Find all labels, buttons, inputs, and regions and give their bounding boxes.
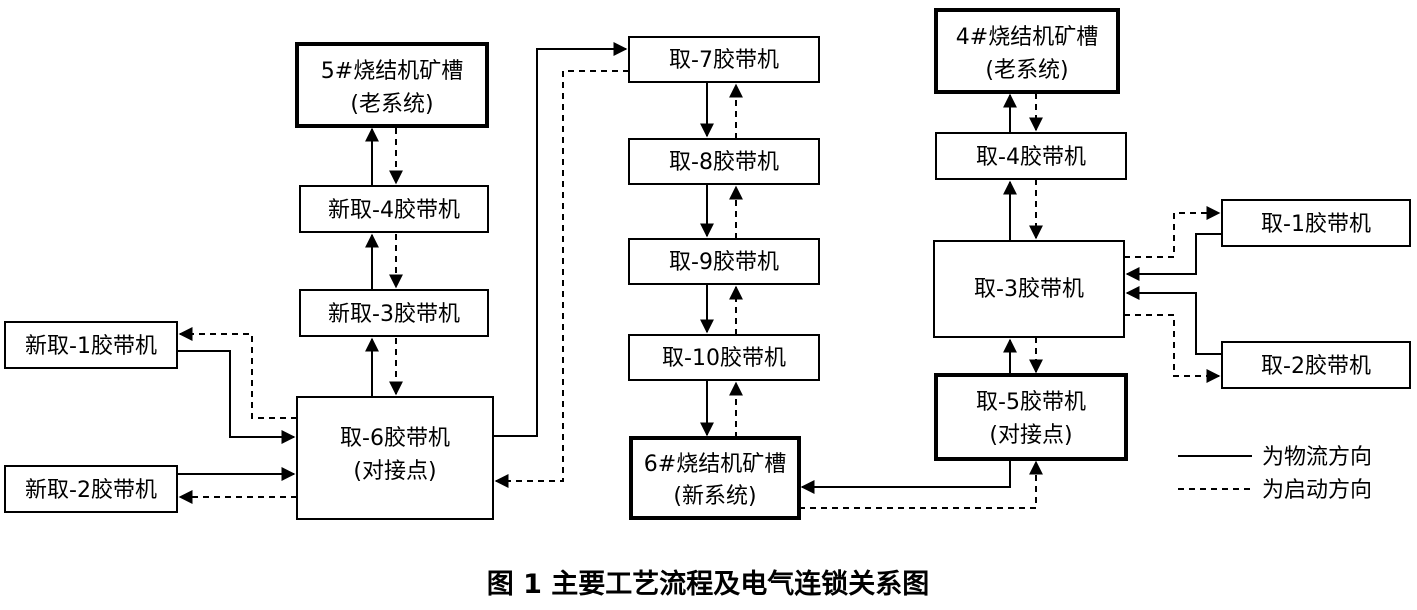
node-belt4-label: 取-4胶带机 — [976, 145, 1086, 170]
node-belt2-label: 取-2胶带机 — [1261, 354, 1371, 379]
node-belt4: 取-4胶带机 — [935, 132, 1127, 180]
node-sinter6-line2: (新系统) — [673, 484, 756, 509]
node-newbelt2: 新取-2胶带机 — [4, 465, 178, 513]
node-newbelt1: 新取-1胶带机 — [4, 321, 178, 369]
node-sinter5: 5#烧结机矿槽 (老系统) — [295, 42, 489, 128]
start-sinter6-to-belt5 — [799, 460, 1043, 509]
node-belt3: 取-3胶带机 — [933, 240, 1125, 338]
legend-solid-label: 为物流方向 — [1262, 445, 1372, 470]
start-belt3-to-belt1 — [1124, 206, 1221, 258]
flow-newbelt1-to-belt6 — [177, 350, 296, 444]
node-newbelt3: 新取-3胶带机 — [299, 289, 489, 337]
node-belt6-line2: (对接点) — [353, 459, 436, 484]
node-sinter5-line1: 5#烧结机矿槽 — [321, 59, 463, 84]
node-belt8: 取-8胶带机 — [628, 138, 820, 185]
flow-belt5-to-sinter6 — [800, 459, 1011, 494]
node-belt8-label: 取-8胶带机 — [669, 150, 779, 175]
node-belt2: 取-2胶带机 — [1221, 341, 1411, 389]
node-newbelt1-label: 新取-1胶带机 — [25, 334, 157, 359]
node-belt9: 取-9胶带机 — [628, 238, 820, 285]
node-belt1: 取-1胶带机 — [1221, 199, 1411, 247]
node-sinter5-line2: (老系统) — [350, 92, 433, 117]
node-sinter6-line1: 6#烧结机矿槽 — [644, 452, 786, 477]
node-sinter4: 4#烧结机矿槽 (老系统) — [934, 8, 1120, 94]
legend: 为物流方向 为启动方向 — [1178, 445, 1372, 503]
start-belt3-to-belt2 — [1124, 314, 1221, 383]
node-belt10: 取-10胶带机 — [628, 334, 820, 381]
node-sinter6: 6#烧结机矿槽 (新系统) — [629, 436, 801, 520]
node-belt6-line1: 取-6胶带机 — [340, 426, 450, 451]
node-belt10-label: 取-10胶带机 — [662, 346, 786, 371]
node-sinter4-line2: (老系统) — [985, 58, 1068, 83]
node-newbelt3-label: 新取-3胶带机 — [328, 302, 460, 327]
node-newbelt4: 新取-4胶带机 — [299, 185, 489, 233]
node-newbelt2-label: 新取-2胶带机 — [25, 478, 157, 503]
legend-dashed-label: 为启动方向 — [1262, 478, 1372, 503]
node-newbelt4-label: 新取-4胶带机 — [328, 198, 460, 223]
flow-belt2-to-belt3 — [1125, 286, 1222, 355]
node-belt1-label: 取-1胶带机 — [1261, 212, 1371, 237]
figure-caption: 图 1 主要工艺流程及电气连锁关系图 — [487, 568, 930, 600]
flow-belt1-to-belt3 — [1125, 233, 1222, 281]
node-sinter4-line1: 4#烧结机矿槽 — [956, 25, 1098, 50]
node-belt5-line1: 取-5胶带机 — [976, 390, 1086, 415]
node-belt9-label: 取-9胶带机 — [669, 250, 779, 275]
start-belt7-to-belt6 — [494, 70, 629, 488]
node-belt7: 取-7胶带机 — [628, 36, 820, 83]
start-belt6-to-newbelt1 — [178, 327, 297, 419]
flow-belt6-to-belt7 — [493, 42, 628, 437]
node-belt6: 取-6胶带机 (对接点) — [296, 396, 494, 520]
node-belt3-label: 取-3胶带机 — [974, 277, 1084, 302]
node-belt5: 取-5胶带机 (对接点) — [934, 373, 1128, 461]
node-belt7-label: 取-7胶带机 — [669, 48, 779, 73]
node-belt5-line2: (对接点) — [989, 423, 1072, 448]
